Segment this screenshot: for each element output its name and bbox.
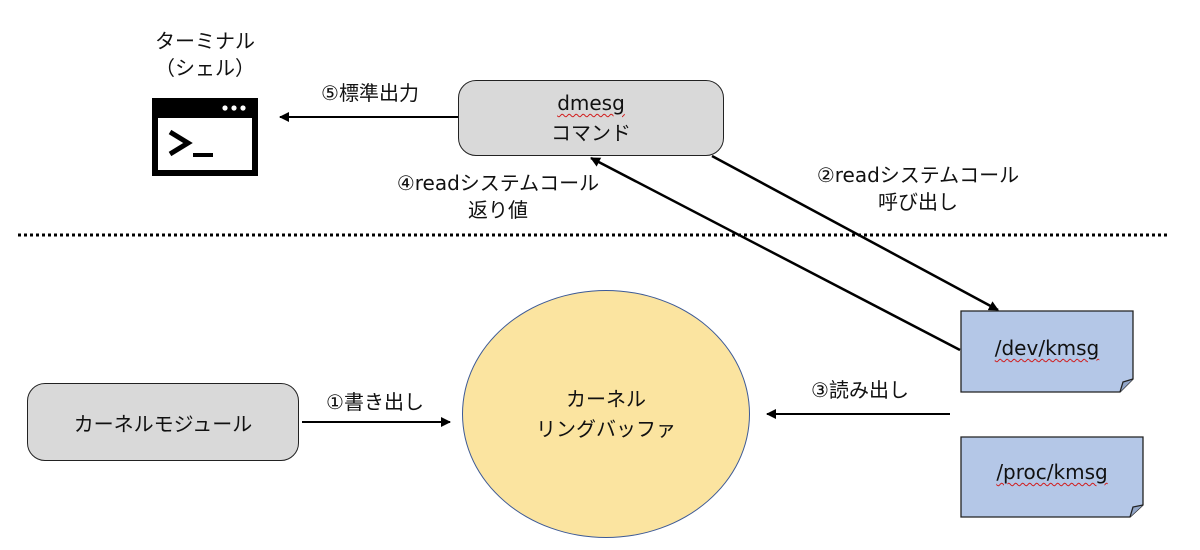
read-syscall-return-label: ④readシステムコール 返り値 (370, 170, 626, 224)
dev-kmsg-file-shape (960, 310, 1134, 393)
kernel-module-box: カーネルモジュール (27, 383, 299, 461)
dmesg-command-subtitle: コマンド (551, 121, 631, 145)
terminal-icon (152, 98, 258, 176)
read-syscall-call-line2: 呼び出し (878, 190, 958, 214)
read-syscall-call-label: ②readシステムコール 呼び出し (790, 162, 1046, 216)
terminal-title: ターミナル （シェル） (130, 28, 280, 82)
read-syscall-return-line2: 返り値 (468, 198, 528, 222)
ring-buffer-line1: カーネル (566, 387, 646, 411)
kernel-module-label: カーネルモジュール (73, 411, 253, 436)
ring-buffer-line2: リングバッファ (536, 417, 676, 441)
terminal-title-line1: ターミナル (155, 29, 255, 53)
proc-kmsg-text: /proc/kmsg (996, 460, 1108, 484)
dev-kmsg-label: /dev/kmsg (961, 335, 1133, 362)
stdout-label: ⑤標準出力 (321, 81, 419, 105)
terminal-title-line2: （シェル） (155, 56, 255, 80)
read-syscall-return-line1: ④readシステムコール (396, 171, 600, 195)
read-syscall-call-arrow (711, 154, 999, 312)
kernel-ring-buffer: カーネル リングバッファ (462, 290, 750, 538)
proc-kmsg-label: /proc/kmsg (961, 459, 1143, 486)
read-syscall-call-line1: ②readシステムコール (816, 163, 1020, 187)
read-out-label: ③読み出し (811, 378, 909, 402)
dmesg-command-box: dmesg コマンド (458, 80, 724, 156)
write-label: ①書き出し (326, 390, 424, 414)
proc-kmsg-file-shape (960, 436, 1144, 518)
dmesg-command-name: dmesg (557, 91, 625, 115)
read-syscall-return-arrow (590, 156, 961, 352)
dev-kmsg-text: /dev/kmsg (994, 336, 1100, 360)
